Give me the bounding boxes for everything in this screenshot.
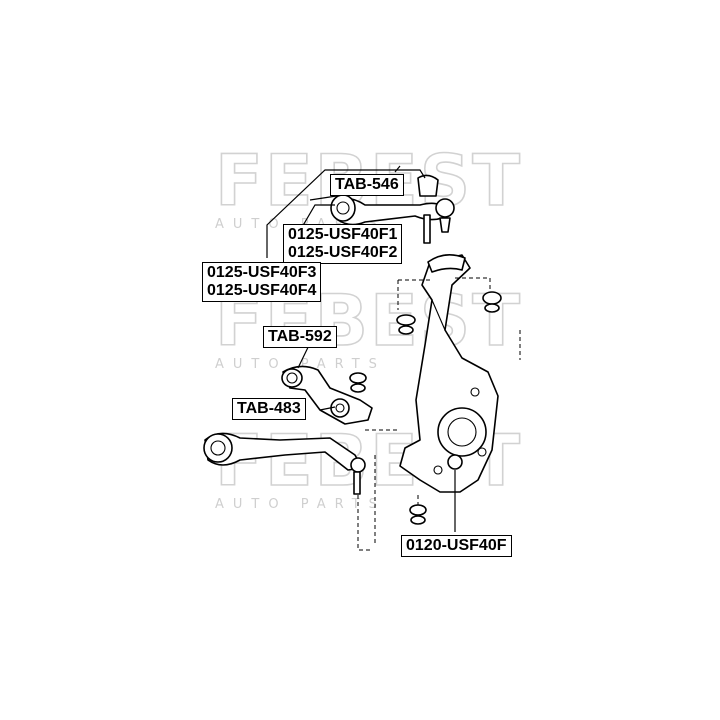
lower-rear-arm [281, 365, 373, 425]
part-number: 0120-USF40F [406, 537, 507, 554]
svg-text:AUTO PARTS: AUTO PARTS [215, 497, 386, 512]
part-number: 0125-USF40F3 [207, 264, 317, 281]
callout-tab-546: TAB-546 [330, 174, 404, 196]
part-number: TAB-483 [237, 400, 301, 417]
callout-tab-592: TAB-592 [263, 326, 337, 348]
steering-knuckle [399, 254, 499, 493]
lower-front-arm [203, 432, 366, 495]
part-number: 0125-USF40F2 [288, 244, 398, 261]
callout-0120-usf40f: 0120-USF40F [401, 535, 512, 557]
callout-0125-usf40f3-f4: 0125-USF40F3 0125-USF40F4 [202, 262, 322, 302]
part-number: 0125-USF40F4 [207, 282, 317, 299]
assembly-dashed-lines [357, 277, 521, 551]
bushing-nuts [349, 291, 502, 525]
upper-control-arm [330, 174, 455, 244]
callout-tab-483: TAB-483 [232, 398, 306, 420]
part-number: TAB-592 [268, 328, 332, 345]
part-number: 0125-USF40F1 [288, 226, 398, 243]
part-number: TAB-546 [335, 176, 399, 193]
svg-text:AUTO PARTS: AUTO PARTS [215, 357, 386, 372]
callout-0125-usf40f1-f2: 0125-USF40F1 0125-USF40F2 [283, 224, 403, 264]
